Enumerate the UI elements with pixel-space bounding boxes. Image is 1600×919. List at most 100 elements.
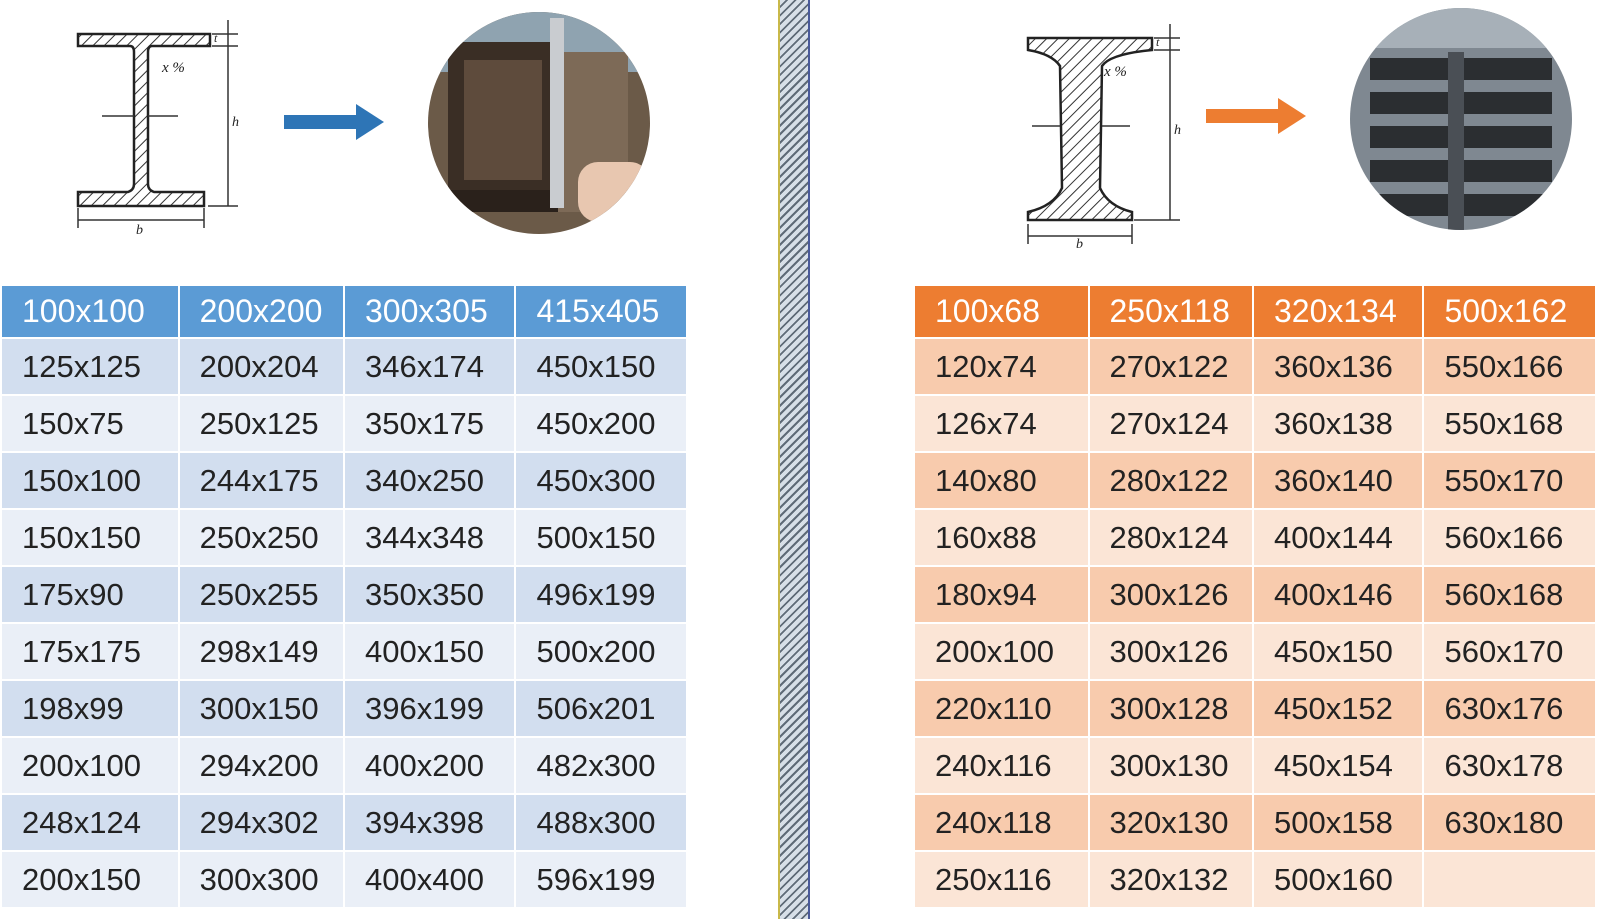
flange-thickness-label: t [214,31,218,45]
table-cell: 394x398 [344,795,515,850]
table-row: 200x100 300x126 450x150 560x170 [915,624,1595,679]
table-row: 125x125 200x204 346x174 450x150 [2,339,686,394]
table-cell: 500x160 [1253,852,1423,907]
table-cell: 450x150 [516,339,686,394]
i-beam-size-table: 100x68 250x118 320x134 500x162 120x74 27… [913,284,1597,909]
table-cell: 126x74 [915,396,1088,451]
table-cell: 150x75 [2,396,178,451]
table-cell: 300x126 [1089,567,1252,622]
table-cell: 160x88 [915,510,1088,565]
table-cell: 550x170 [1424,453,1595,508]
h-beam-cross-section-diagram: x % h t b [76,20,239,238]
table-cell: 280x124 [1089,510,1252,565]
hatched-divider [778,0,810,919]
table-cell: 400x150 [344,624,515,679]
table-cell: 350x350 [344,567,515,622]
table-cell: 400x400 [344,852,515,907]
table-cell: 596x199 [516,852,686,907]
h-beam-panel: x % h t b 100x100 200x200 300x305 415x40… [0,0,775,919]
table-cell: 280x122 [1089,453,1252,508]
table-cell: 270x124 [1089,396,1252,451]
table-cell: 198x99 [2,681,178,736]
table-cell: 300x130 [1089,738,1252,793]
orange-arrow-icon [1206,98,1306,134]
table-row: 240x118 320x130 500x158 630x180 [915,795,1595,850]
table-cell: 360x140 [1253,453,1423,508]
table-row: 126x74 270x124 360x138 550x168 [915,396,1595,451]
table-cell: 125x125 [2,339,178,394]
table-cell: 320x132 [1089,852,1252,907]
table-row: 198x99 300x150 396x199 506x201 [2,681,686,736]
table-cell: 300x300 [179,852,343,907]
table-row: 150x150 250x250 344x348 500x150 [2,510,686,565]
table-cell: 450x154 [1253,738,1423,793]
table-cell: 630x178 [1424,738,1595,793]
table-cell: 400x144 [1253,510,1423,565]
width-label: b [1076,237,1083,250]
h-beam-photo [428,12,650,234]
table-cell: 350x175 [344,396,515,451]
table-cell: 340x250 [344,453,515,508]
table-row: 150x100 244x175 340x250 450x300 [2,453,686,508]
table-cell: 200x100 [2,738,178,793]
table-cell: 244x175 [179,453,343,508]
table-cell: 250x116 [915,852,1088,907]
table-row: 175x175 298x149 400x150 500x200 [2,624,686,679]
table-cell: 300x150 [179,681,343,736]
table-row: 180x94 300x126 400x146 560x168 [915,567,1595,622]
table-cell: 630x180 [1424,795,1595,850]
table-row: 140x80 280x122 360x140 550x170 [915,453,1595,508]
table-header-row: 100x100 200x200 300x305 415x405 [2,286,686,337]
table-header-row: 100x68 250x118 320x134 500x162 [915,286,1595,337]
table-row: 248x124 294x302 394x398 488x300 [2,795,686,850]
flange-thickness-label: t [1156,35,1160,49]
table-cell: 240x118 [915,795,1088,850]
table-cell: 240x116 [915,738,1088,793]
i-beam-cross-section-diagram: x % h t b [1026,24,1181,250]
table-cell: 120x74 [915,339,1088,394]
table-cell: 450x152 [1253,681,1423,736]
i-beam-stack-photo [1350,8,1572,230]
table-cell: 300x128 [1089,681,1252,736]
table-cell: 200x150 [2,852,178,907]
table-cell: 270x122 [1089,339,1252,394]
table-cell: 560x168 [1424,567,1595,622]
table-cell: 250x255 [179,567,343,622]
header-cell: 100x68 [915,286,1088,337]
table-row: 200x150 300x300 400x400 596x199 [2,852,686,907]
height-label: h [232,115,239,130]
table-cell: 320x130 [1089,795,1252,850]
header-cell: 200x200 [179,286,343,337]
table-cell: 396x199 [344,681,515,736]
table-cell: 496x199 [516,567,686,622]
header-cell: 250x118 [1089,286,1252,337]
table-cell: 220x110 [915,681,1088,736]
table-cell: 550x166 [1424,339,1595,394]
header-cell: 320x134 [1253,286,1423,337]
table-cell: 500x158 [1253,795,1423,850]
table-cell: 175x175 [2,624,178,679]
height-label: h [1174,123,1181,138]
table-cell: 400x200 [344,738,515,793]
table-cell: 180x94 [915,567,1088,622]
table-cell: 150x150 [2,510,178,565]
table-cell: 200x100 [915,624,1088,679]
table-cell: 248x124 [2,795,178,850]
table-cell: 506x201 [516,681,686,736]
table-cell: 150x100 [2,453,178,508]
table-row: 175x90 250x255 350x350 496x199 [2,567,686,622]
table-row: 220x110 300x128 450x152 630x176 [915,681,1595,736]
table-cell: 300x126 [1089,624,1252,679]
table-cell: 250x250 [179,510,343,565]
blue-arrow-icon [284,104,384,140]
width-label: b [136,223,143,238]
table-row: 240x116 300x130 450x154 630x178 [915,738,1595,793]
table-cell: 140x80 [915,453,1088,508]
header-cell: 300x305 [344,286,515,337]
header-cell: 500x162 [1424,286,1595,337]
table-cell: 560x166 [1424,510,1595,565]
table-cell: 294x302 [179,795,343,850]
table-cell: 360x138 [1253,396,1423,451]
table-cell [1424,852,1595,907]
table-cell: 450x150 [1253,624,1423,679]
